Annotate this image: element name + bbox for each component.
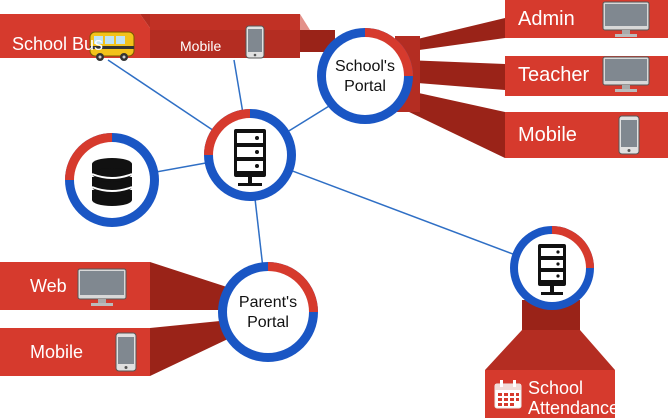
school-portal-line2: Portal	[344, 78, 386, 95]
parent-portal-label: Parent's Portal	[228, 293, 308, 333]
school-attendance-label: School Attendance	[528, 378, 619, 418]
server-icon	[234, 129, 266, 186]
school-portal-label: School's Portal	[325, 57, 405, 97]
parent-portal-line2: Portal	[247, 314, 289, 331]
line-server-attendance	[249, 154, 551, 269]
mobile-left-label: Mobile	[30, 342, 84, 362]
monitor-icon	[602, 1, 650, 37]
database-icon	[91, 158, 133, 206]
school-attendance-line2: Attendance	[528, 398, 620, 418]
bus-icon	[89, 31, 135, 61]
monitor-icon	[602, 56, 650, 92]
mobile-icon	[245, 25, 265, 59]
school-attendance-line1: School	[528, 378, 584, 398]
mobile-right-label: Mobile	[518, 124, 577, 146]
web-label: Web	[30, 276, 67, 296]
teacher-label: Teacher	[518, 64, 590, 86]
mobile-top-label: Mobile	[180, 38, 222, 54]
parent-portal-line1: Parent's	[238, 294, 298, 311]
mobile-icon	[115, 332, 137, 372]
server-icon	[538, 244, 566, 295]
school-bus-label: School Bus	[12, 34, 104, 54]
admin-label: Admin	[518, 8, 575, 30]
monitor-icon	[77, 268, 127, 306]
mobile-icon	[618, 115, 640, 155]
school-portal-circle	[317, 28, 413, 124]
school-portal-line1: School's	[335, 58, 395, 75]
parent-portal-circle	[218, 262, 318, 362]
calendar-icon	[494, 380, 522, 409]
